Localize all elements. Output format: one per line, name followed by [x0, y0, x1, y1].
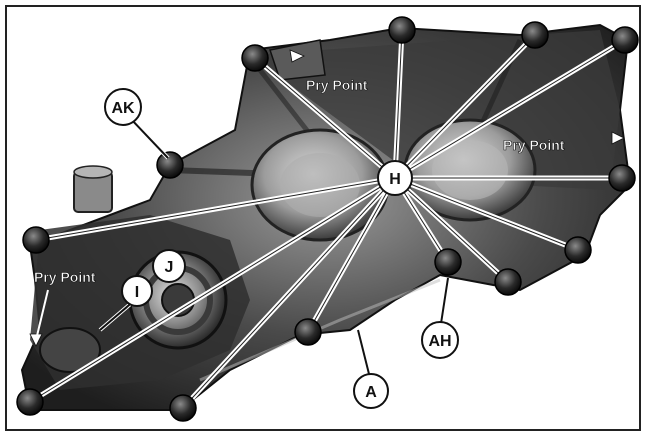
- callout-i: I: [121, 275, 153, 307]
- bolt: [434, 248, 462, 276]
- bolt: [169, 394, 197, 422]
- bolt: [241, 44, 269, 72]
- callout-h-label: H: [389, 171, 401, 188]
- bolt: [294, 318, 322, 346]
- bolt: [564, 236, 592, 264]
- callout-leaders: [98, 116, 450, 379]
- pry-point-label-right: Pry Point: [503, 137, 565, 153]
- arrow-icon: [289, 49, 305, 63]
- callout-j-label: J: [165, 259, 174, 276]
- pry-point-label-left: Pry Point: [34, 269, 96, 285]
- bolt: [608, 164, 636, 192]
- callout-ak: AK: [104, 88, 142, 126]
- housing-bolts: [16, 16, 639, 422]
- callout-ah: AH: [421, 321, 459, 359]
- ak-bolt: [156, 151, 184, 179]
- bolt: [611, 26, 639, 54]
- callout-a-label: A: [365, 384, 377, 401]
- bolt: [16, 388, 44, 416]
- bolt: [494, 268, 522, 296]
- callout-j: J: [152, 249, 186, 283]
- callout-ak-label: AK: [111, 100, 135, 117]
- arrow-icon: [611, 131, 625, 145]
- bolt: [388, 16, 416, 44]
- bolt-leader-lines-outline: [29, 29, 626, 409]
- callout-i-label: I: [135, 284, 139, 301]
- callout-h: H: [377, 160, 413, 196]
- pry-point-label-top: Pry Point: [306, 77, 368, 93]
- bolt: [22, 226, 50, 254]
- bolt: [521, 21, 549, 49]
- callout-ah-label: AH: [428, 333, 451, 350]
- callout-a: A: [353, 373, 389, 409]
